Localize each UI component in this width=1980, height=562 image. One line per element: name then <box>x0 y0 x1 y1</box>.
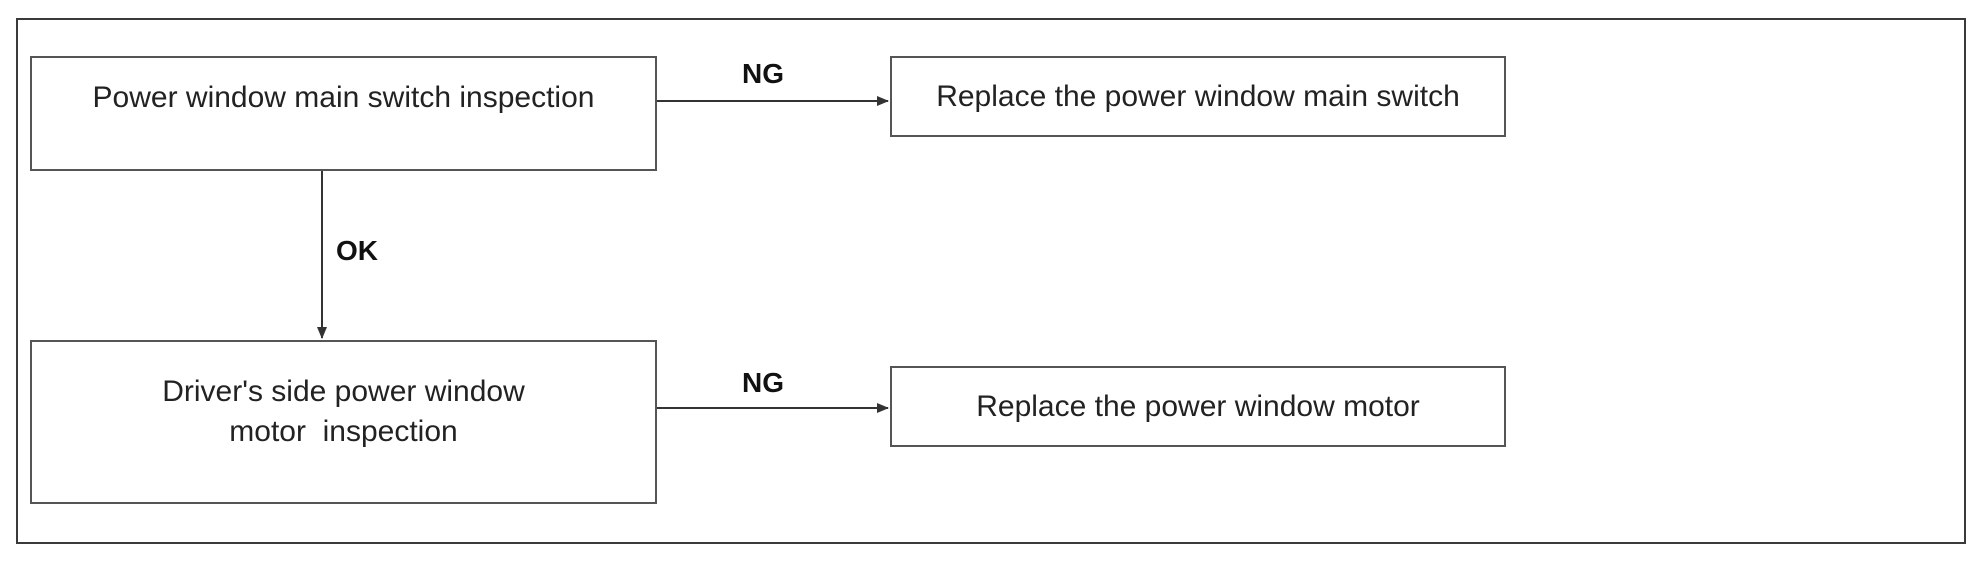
replace-main-switch-box: Replace the power window main switch <box>890 56 1506 137</box>
motor-inspection-line-2: motor inspection <box>229 415 458 448</box>
motor-inspection-line-1: Driver's side power window <box>162 375 525 408</box>
replace-main-switch-text: Replace the power window main switch <box>936 79 1460 113</box>
motor-inspection-box: Driver's side power window motor inspect… <box>30 340 657 504</box>
replace-motor-box: Replace the power window motor <box>890 366 1506 447</box>
ng-label-main-switch: NG <box>742 58 784 89</box>
diagram-frame <box>16 18 1966 544</box>
motor-inspection-text: Driver's side power window motor inspect… <box>162 372 525 452</box>
main-switch-inspection-text: Power window main switch inspection <box>92 81 595 114</box>
ng-label-motor: NG <box>742 367 784 398</box>
replace-motor-text: Replace the power window motor <box>976 389 1420 423</box>
ok-label: OK <box>336 235 378 266</box>
main-switch-inspection-box: Power window main switch inspection <box>30 56 657 171</box>
